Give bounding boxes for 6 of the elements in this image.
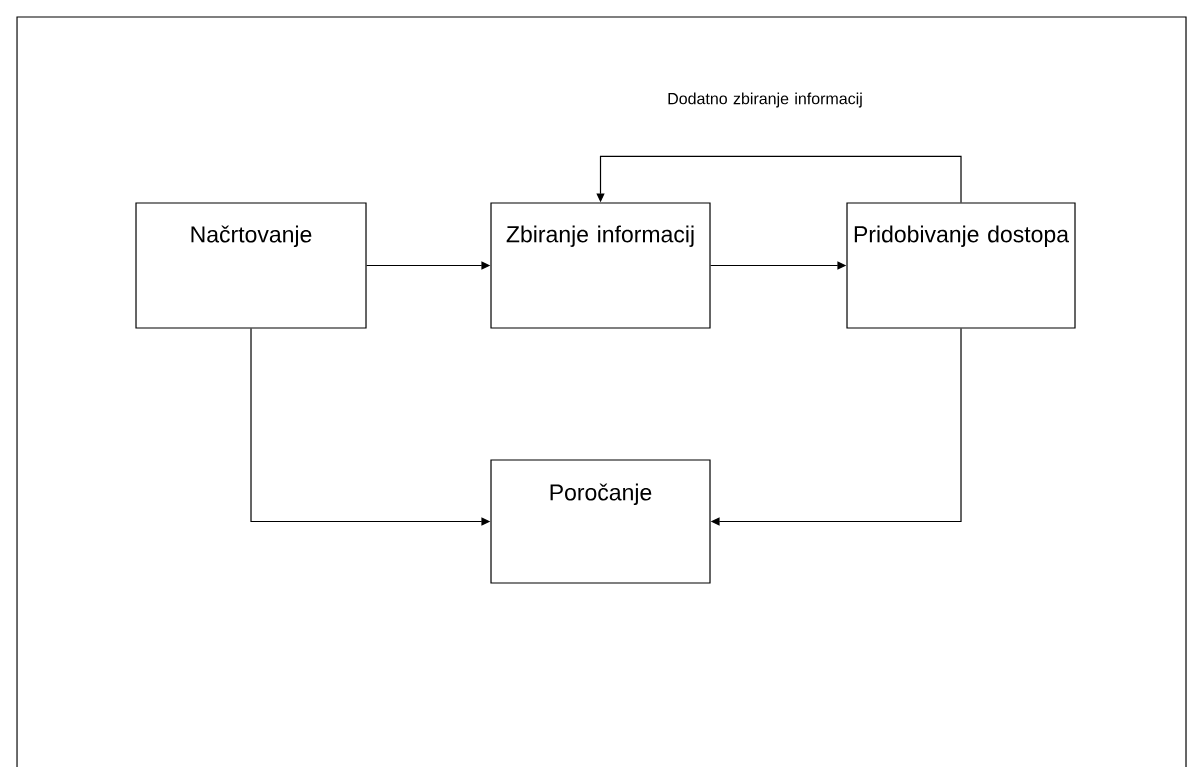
edge-label: Dodatno zbiranje informacij [668, 92, 862, 108]
process-box: Pridobivanje dostopa [846, 202, 1076, 329]
process-box: Poročanje [490, 459, 711, 584]
arrow [596, 155, 962, 203]
process-box: Načrtovanje [135, 202, 367, 329]
process-box: Zbiranje informacij [490, 202, 711, 329]
